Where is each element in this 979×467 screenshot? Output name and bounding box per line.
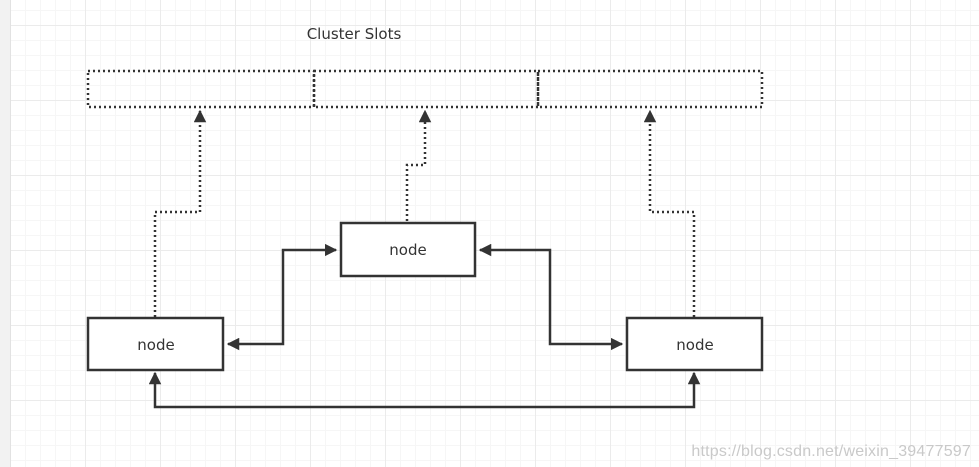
watermark: https://blog.csdn.net/weixin_39477597 (691, 443, 971, 460)
slot-2 (312, 69, 540, 109)
link-left-top (226, 243, 338, 351)
link-top-right (478, 243, 624, 351)
slot-1 (86, 69, 316, 109)
connector-top-to-slot-2 (405, 109, 432, 221)
slot-3 (536, 69, 764, 109)
node-left-label: node (137, 336, 174, 354)
cluster-slots (86, 69, 764, 109)
node-left: node (86, 316, 225, 372)
link-left-right (148, 371, 701, 409)
connector-left-to-slot-1 (153, 109, 207, 317)
node-top-label: node (389, 241, 426, 259)
connector-right-to-slot-3 (643, 109, 696, 317)
diagram-title: Cluster Slots (307, 25, 402, 43)
node-right: node (625, 316, 764, 372)
node-top: node (339, 221, 477, 278)
node-right-label: node (676, 336, 713, 354)
left-edge-strip (0, 0, 11, 467)
